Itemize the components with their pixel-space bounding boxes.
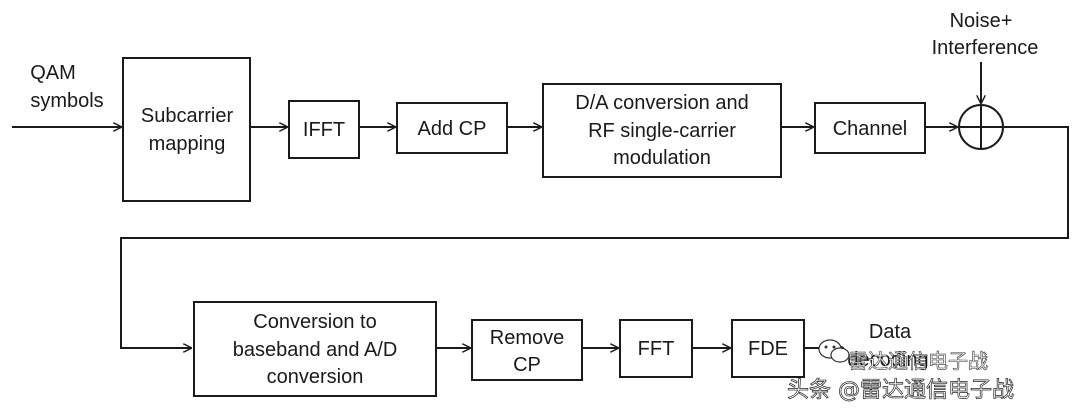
subcarrier-mapping-block [122, 57, 251, 202]
input-label-line1: QAM [30, 62, 76, 84]
return-path [120, 126, 1069, 348]
fft-block [619, 319, 693, 378]
fft-label: FFT [638, 338, 675, 360]
channel-label: Channel [833, 118, 908, 140]
subcarrier-mapping-line1: Subcarrier [141, 105, 234, 127]
input-label-line2: symbols [30, 90, 103, 112]
watermark-line1: 雷达通信电子战 [848, 349, 988, 373]
add-cp-label: Add CP [418, 118, 487, 140]
ifft-label: IFFT [303, 119, 345, 141]
fde-block [731, 319, 805, 378]
subcarrier-mapping-line2: mapping [149, 133, 226, 155]
da-conversion-line1: D/A conversion and [575, 92, 748, 114]
channel-block [814, 102, 926, 154]
noise-label-line1: Noise+ [950, 10, 1013, 32]
wechat-logo-icon [818, 339, 850, 363]
remove-cp-block [471, 319, 583, 381]
ifft-block [288, 100, 360, 159]
remove-cp-line1: Remove [490, 327, 564, 349]
add-cp-block [396, 102, 508, 154]
conversion-baseband-block [193, 301, 437, 397]
watermark: 雷达通信电子战 头条 @雷达通信电子战 [787, 339, 1014, 403]
da-conversion-line3: modulation [613, 147, 711, 169]
remove-cp-line2: CP [513, 354, 541, 376]
fde-label: FDE [748, 338, 788, 360]
watermark-line2: 头条 @雷达通信电子战 [787, 378, 1014, 403]
conversion-baseband-line2: baseband and A/D [233, 339, 398, 361]
noise-label-line2: Interference [932, 37, 1039, 59]
output-label-line1: Data [869, 321, 912, 343]
conversion-baseband-line1: Conversion to [253, 311, 376, 333]
summing-junction [958, 104, 1004, 150]
da-conversion-block [542, 83, 782, 178]
conversion-baseband-line3: conversion [267, 366, 364, 388]
output-label-line2: decoding [847, 349, 928, 371]
da-conversion-line2: RF single-carrier [588, 120, 736, 142]
